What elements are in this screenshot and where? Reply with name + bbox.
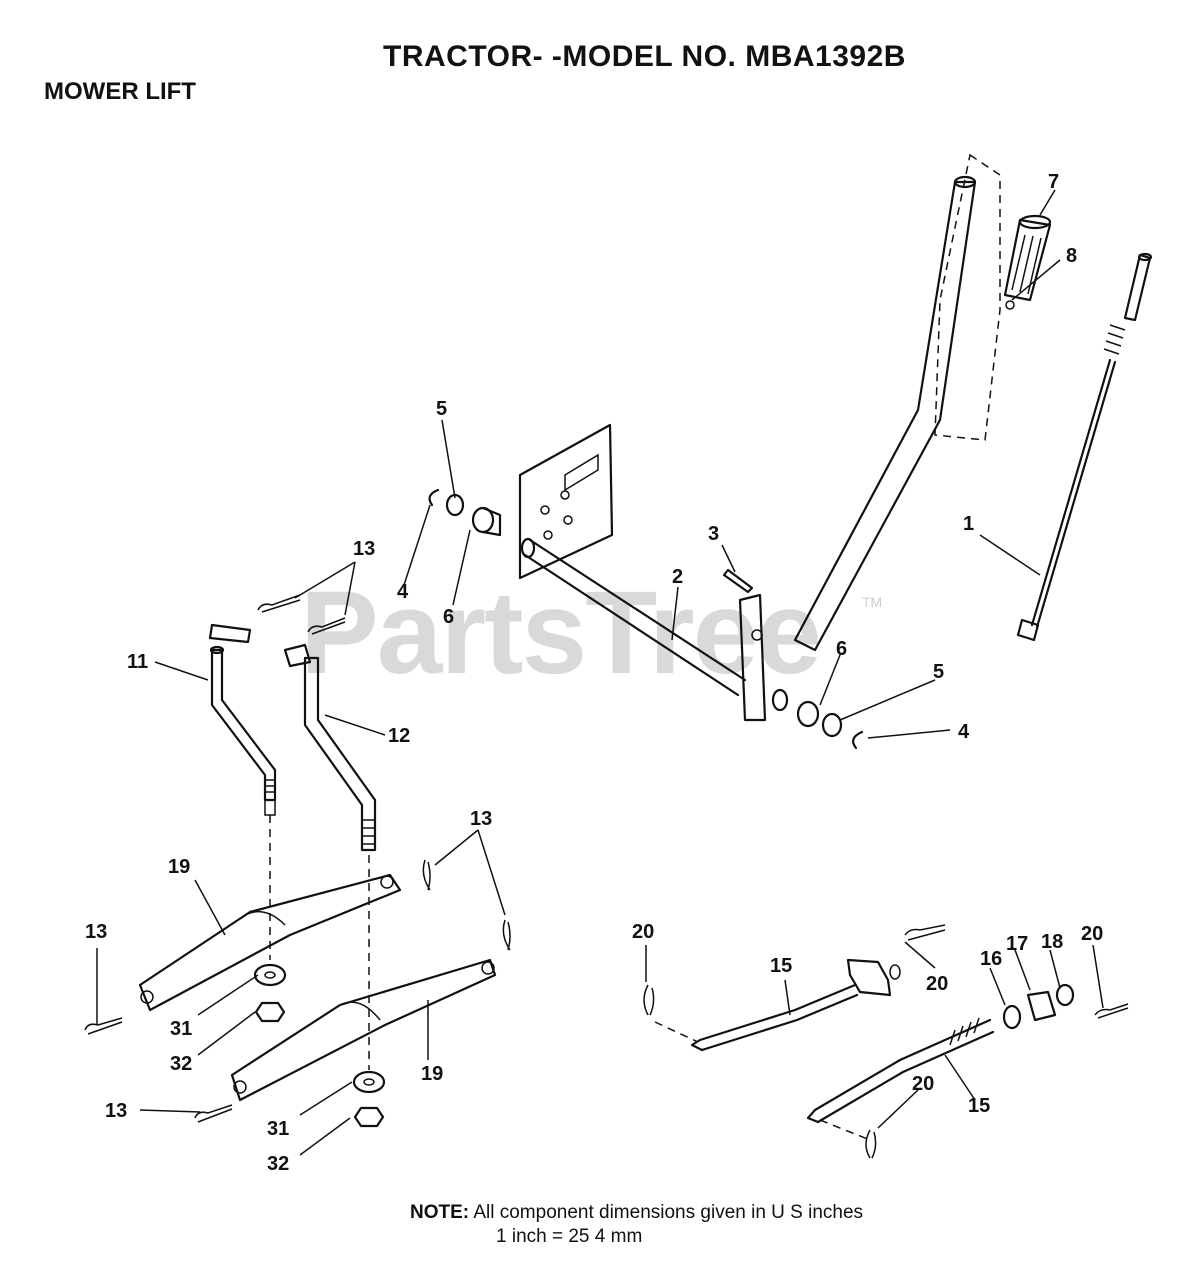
left-bushings <box>428 488 502 537</box>
callout-20d: 20 <box>912 1073 934 1095</box>
callout-19a: 19 <box>168 856 190 878</box>
callout-5b: 5 <box>933 661 944 683</box>
callout-8: 8 <box>1066 245 1077 267</box>
callout-15a: 15 <box>770 955 792 977</box>
callout-4a: 4 <box>397 581 409 603</box>
hairpin-clips <box>84 594 511 1123</box>
callout-15b: 15 <box>968 1095 990 1117</box>
callout-18: 18 <box>1041 931 1063 953</box>
callout-2: 2 <box>672 566 683 588</box>
lift-link-11 <box>208 623 277 816</box>
callout-3: 3 <box>708 523 719 545</box>
leader-lines <box>96 189 1104 1156</box>
callout-19b: 19 <box>421 1063 443 1085</box>
section-title: MOWER LIFT <box>44 78 196 105</box>
lift-handle <box>793 175 977 652</box>
callout-32b: 32 <box>267 1153 289 1175</box>
callout-1: 1 <box>963 513 974 535</box>
mounting-plate <box>518 423 614 580</box>
lower-rod-upper <box>654 958 901 1052</box>
watermark-tm: TM <box>862 594 883 610</box>
note-label: NOTE: <box>410 1202 470 1223</box>
clips-20 <box>643 924 1129 1159</box>
callout-20b: 20 <box>926 973 948 995</box>
right-bushings <box>771 688 864 750</box>
lift-arm-lower <box>230 958 497 1102</box>
callout-17: 17 <box>1006 933 1028 955</box>
swivel-brackets <box>1002 983 1075 1030</box>
pin-part-3 <box>722 568 754 594</box>
lift-link-12 <box>283 643 377 852</box>
callout-31b: 31 <box>267 1118 289 1140</box>
watermark: PartsTree <box>300 567 822 699</box>
diagram-title: TRACTOR- -MODEL NO. MBA1392B <box>383 40 906 73</box>
note-line-2: 1 inch = 25 4 mm <box>496 1226 643 1247</box>
callout-6a: 6 <box>443 606 454 628</box>
callout-31a: 31 <box>170 1018 192 1040</box>
callout-13a: 13 <box>353 538 375 560</box>
callout-32a: 32 <box>170 1053 192 1075</box>
lift-arm-upper <box>138 873 402 1012</box>
callout-11: 11 <box>127 651 148 673</box>
seat-outline <box>934 153 1001 441</box>
callout-20c: 20 <box>1081 923 1103 945</box>
handle-grip <box>1003 214 1052 310</box>
callout-12: 12 <box>388 725 410 747</box>
washers-and-nuts <box>253 963 386 1128</box>
lift-shaft <box>520 537 767 722</box>
callout-20a: 20 <box>632 921 654 943</box>
lift-rod <box>1016 252 1153 642</box>
callout-13b: 13 <box>470 808 492 830</box>
note-line-1: NOTE: All component dimensions given in … <box>410 1202 863 1224</box>
callout-7: 7 <box>1048 171 1059 193</box>
callout-13c: 13 <box>85 921 107 943</box>
note-text: All component dimensions given in U S in… <box>473 1202 864 1223</box>
lower-rod-lower <box>806 1017 995 1141</box>
callout-13d: 13 <box>105 1100 127 1122</box>
callout-16: 16 <box>980 948 1002 970</box>
callout-4b: 4 <box>958 721 970 743</box>
callout-5a: 5 <box>436 398 447 420</box>
callout-6b: 6 <box>836 638 847 660</box>
